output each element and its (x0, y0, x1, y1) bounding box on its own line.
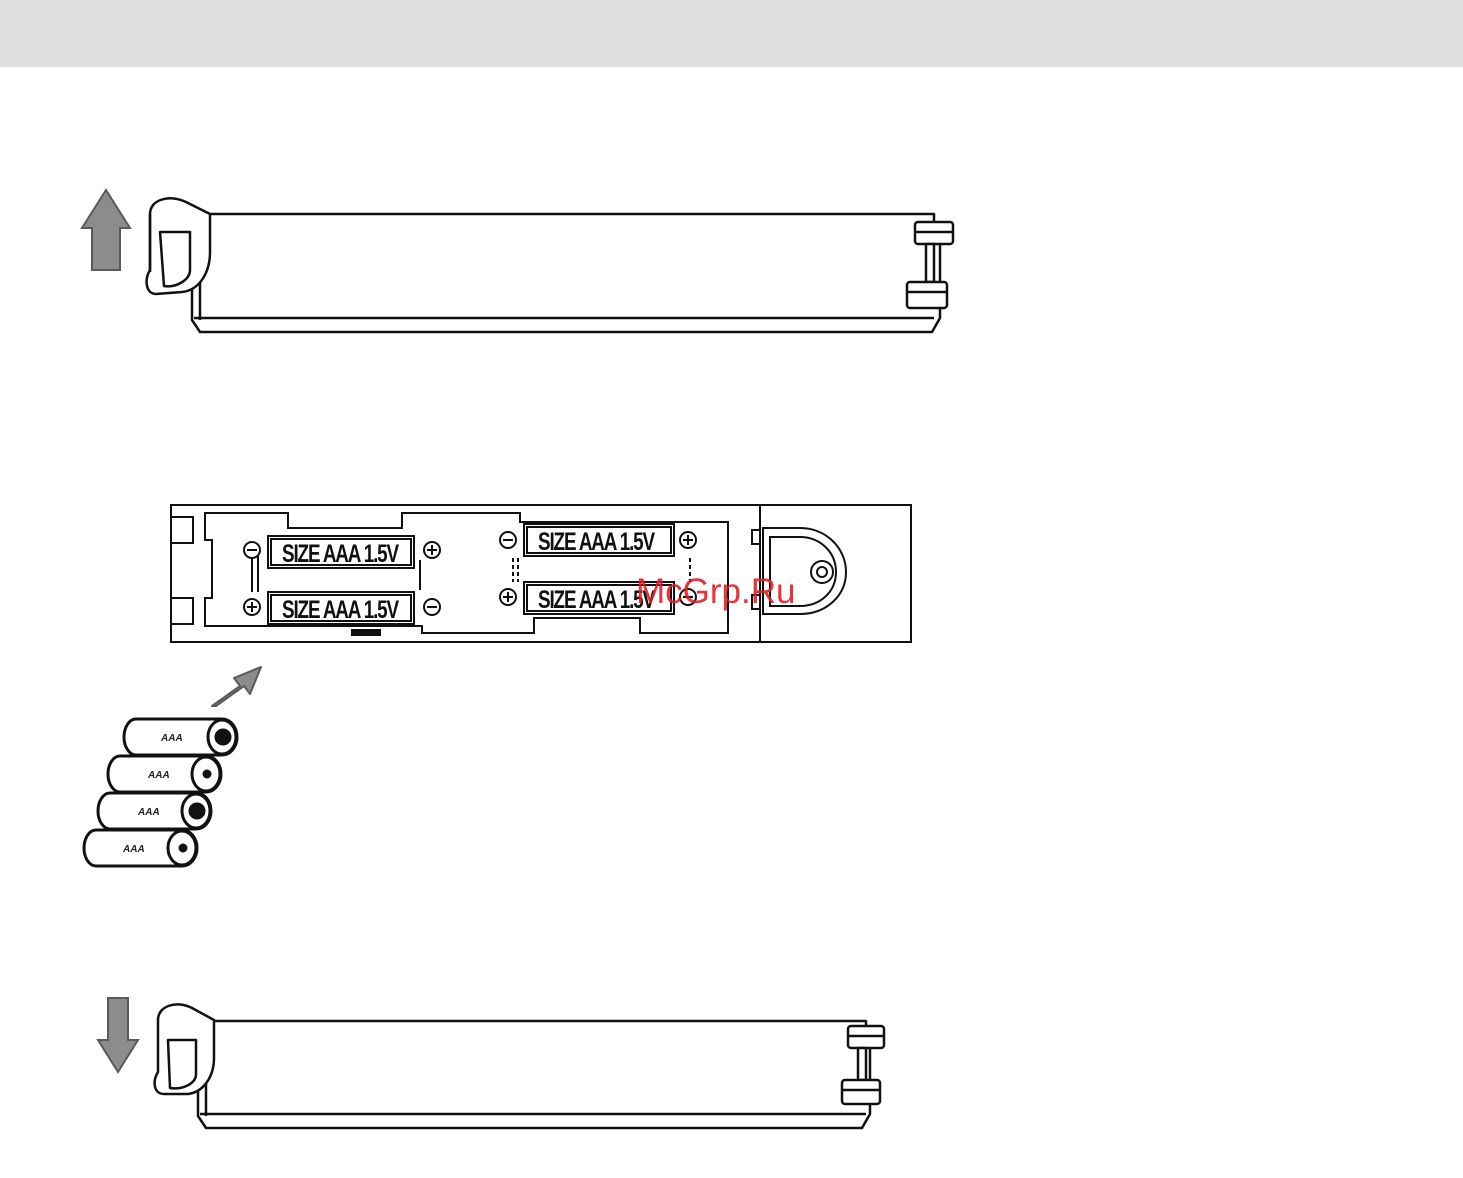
arrow-up-icon (82, 190, 130, 270)
battery-label: AAA (122, 844, 145, 855)
step-3-close-cover (98, 998, 884, 1128)
battery-label: AAA (147, 770, 170, 781)
cell-label: SIZE AAA 1.5V (282, 540, 399, 568)
step-1-open-cover (82, 190, 953, 332)
arrow-down-icon (98, 998, 138, 1072)
watermark-text: McGrp.Ru (636, 572, 795, 611)
cell-label: SIZE AAA 1.5V (282, 596, 399, 624)
arrow-diagonal-icon (212, 667, 261, 706)
step-2-battery-compartment: SIZE AAA 1.5V SIZE AAA 1.5V SIZE AAA 1.5… (84, 505, 911, 866)
battery-label: AAA (137, 807, 160, 818)
battery-cover (155, 1004, 884, 1128)
battery-label: AAA (160, 733, 183, 744)
cell-label: SIZE AAA 1.5V (538, 528, 655, 556)
battery-cover (147, 198, 953, 332)
